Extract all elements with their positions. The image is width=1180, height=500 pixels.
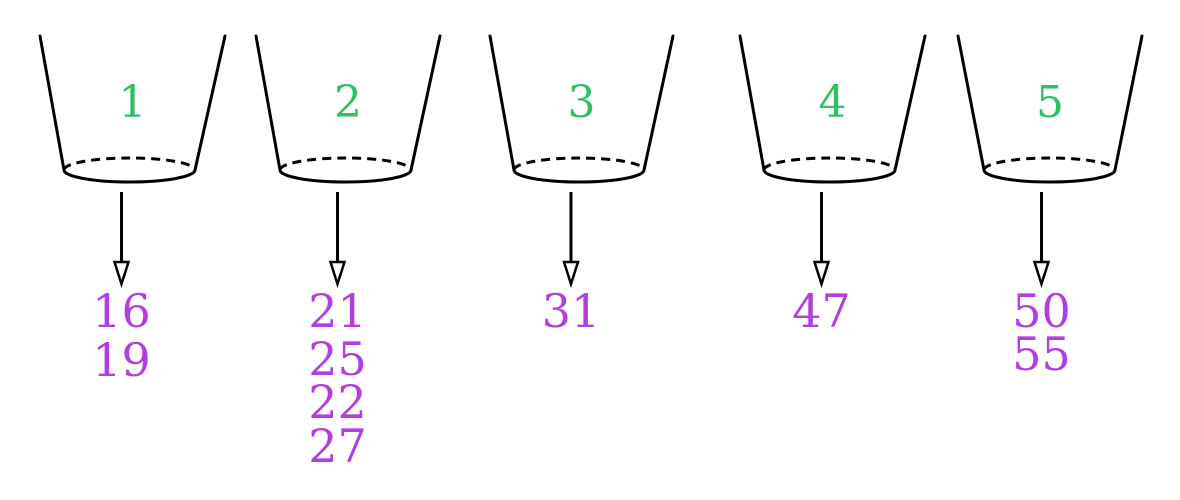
bucket-side-left xyxy=(488,34,516,172)
bucket-bottom-front-edge xyxy=(762,169,897,184)
arrow-head-icon xyxy=(1032,260,1051,289)
bucket-label: 3 xyxy=(568,77,596,128)
bucket-side-left xyxy=(956,34,986,172)
bucket-4: 4 47 xyxy=(738,34,927,338)
bucket-bottom-back-edge xyxy=(982,156,1117,171)
bucket-bottom-front-edge xyxy=(62,169,197,184)
bucket-bottom-back-edge xyxy=(278,156,413,171)
bucket-bottom-back-edge xyxy=(62,156,197,171)
bucket-side-right xyxy=(193,34,227,172)
bucket-item: 55 xyxy=(1012,327,1071,381)
bucket-item: 31 xyxy=(542,284,601,338)
bucket-label: 1 xyxy=(119,77,147,128)
bucket-item: 16 xyxy=(92,284,151,338)
arrow-head-icon xyxy=(328,260,347,289)
bucket-label: 4 xyxy=(819,77,847,128)
bucket-side-right xyxy=(642,34,675,172)
bucket-side-right xyxy=(409,34,442,172)
bucket-item: 47 xyxy=(792,284,851,338)
bucket-item: 22 xyxy=(308,375,367,429)
arrow-head-icon xyxy=(812,260,831,289)
bucket-item: 21 xyxy=(308,284,367,338)
bucket-side-left xyxy=(254,34,282,172)
arrow-head-icon xyxy=(562,260,580,289)
bucket-bottom-front-edge xyxy=(512,169,646,184)
bucket-item: 50 xyxy=(1012,284,1071,338)
bucket-bottom-front-edge xyxy=(278,169,413,184)
bucket-label: 2 xyxy=(334,77,362,128)
arrow-head-icon xyxy=(112,260,131,289)
bucket-side-left xyxy=(38,34,66,172)
bucket-side-right xyxy=(893,34,927,172)
bucket-item: 25 xyxy=(308,332,367,386)
bucket-item: 27 xyxy=(308,419,367,473)
bucket-label: 5 xyxy=(1036,77,1064,128)
bucket-side-right xyxy=(1113,34,1144,172)
bucket-side-left xyxy=(738,34,766,172)
bucket-3: 3 31 xyxy=(488,34,675,338)
bucket-bottom-back-edge xyxy=(512,156,646,171)
bucket-bottom-back-edge xyxy=(762,156,897,171)
bucket-item: 19 xyxy=(92,333,151,387)
bucket-bottom-front-edge xyxy=(982,169,1117,184)
